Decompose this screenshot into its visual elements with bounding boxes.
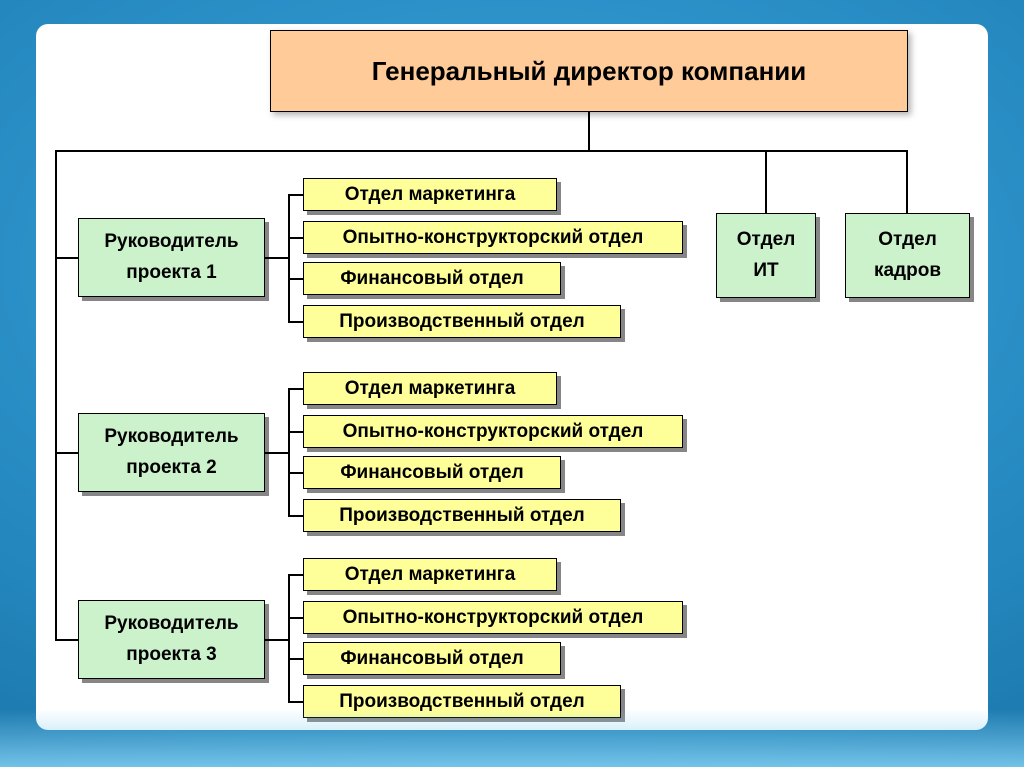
dept-label: Финансовый отдел [340,267,524,289]
connector-manager3-branch [265,639,288,641]
staff-it-line1: Отдел [736,229,796,251]
manager1-line2: проекта 1 [126,261,217,283]
connector-group1-spine [288,194,290,323]
manager-box-2: Руководитель проекта 2 [78,413,265,492]
connector-manager2-stub [55,452,78,454]
connector-group2-stub1 [288,388,303,390]
dept-label: Отдел маркетинга [344,377,516,399]
manager3-line2: проекта 3 [126,643,217,665]
staff-box-it: Отдел ИТ [716,213,816,298]
connector-manager3-stub [55,639,78,641]
manager1-line1: Руководитель [104,231,239,253]
manager-box-1: Руководитель проекта 1 [78,218,265,297]
manager3-line1: Руководитель [104,613,239,635]
staff-box-hr: Отдел кадров [845,213,970,298]
connector-group2-stub3 [288,472,303,474]
manager2-line2: проекта 2 [126,456,217,478]
dept-box-marketing-3: Отдел маркетинга [303,558,557,591]
dept-box-finance-3: Финансовый отдел [303,642,561,675]
dept-box-finance-1: Финансовый отдел [303,262,561,295]
dept-label: Производственный отдел [339,690,585,712]
dept-box-rnd-2: Опытно-конструкторский отдел [303,415,683,448]
staff-it-line2: ИТ [753,259,779,281]
dept-label: Отдел маркетинга [344,183,516,205]
connector-hr-drop [906,150,908,213]
dept-box-production-1: Производственный отдел [303,305,621,338]
dept-label: Опытно-конструкторский отдел [342,420,644,442]
connector-manager1-stub [55,257,78,259]
dept-label: Финансовый отдел [340,461,524,483]
connector-group3-spine [288,574,290,703]
connector-group1-stub2 [288,237,303,239]
connector-manager2-branch [265,452,288,454]
dept-box-marketing-2: Отдел маркетинга [303,372,557,405]
staff-hr-line2: кадров [873,259,942,281]
dept-box-rnd-1: Опытно-конструкторский отдел [303,221,683,254]
director-label: Генеральный директор компании [371,55,807,86]
connector-left-spine [55,150,57,641]
staff-hr-line1: Отдел [878,229,937,251]
dept-box-finance-2: Финансовый отдел [303,456,561,489]
connector-group3-stub3 [288,658,303,660]
connector-group3-stub2 [288,617,303,619]
dept-label: Отдел маркетинга [344,563,516,585]
connector-group2-stub4 [288,515,303,517]
dept-label: Финансовый отдел [340,647,524,669]
connector-manager1-branch [265,257,288,259]
slide-panel: Генеральный директор компании Отдел ИТ О… [36,24,988,730]
dept-label: Производственный отдел [339,504,585,526]
dept-box-marketing-1: Отдел маркетинга [303,178,557,211]
dept-label: Производственный отдел [339,310,585,332]
dept-box-production-2: Производственный отдел [303,499,621,532]
dept-label: Опытно-конструкторский отдел [342,226,644,248]
connector-it-drop [765,150,767,213]
dept-label: Опытно-конструкторский отдел [342,606,644,628]
connector-main-horizontal [55,150,908,152]
connector-director-drop [588,112,590,150]
connector-group1-stub4 [288,321,303,323]
connector-group2-stub2 [288,431,303,433]
connector-group2-spine [288,388,290,517]
director-box: Генеральный директор компании [270,30,908,112]
connector-group3-stub4 [288,701,303,703]
connector-group3-stub1 [288,574,303,576]
dept-box-production-3: Производственный отдел [303,685,621,718]
manager2-line1: Руководитель [104,426,239,448]
connector-group1-stub3 [288,278,303,280]
manager-box-3: Руководитель проекта 3 [78,600,265,679]
connector-group1-stub1 [288,194,303,196]
dept-box-rnd-3: Опытно-конструкторский отдел [303,601,683,634]
